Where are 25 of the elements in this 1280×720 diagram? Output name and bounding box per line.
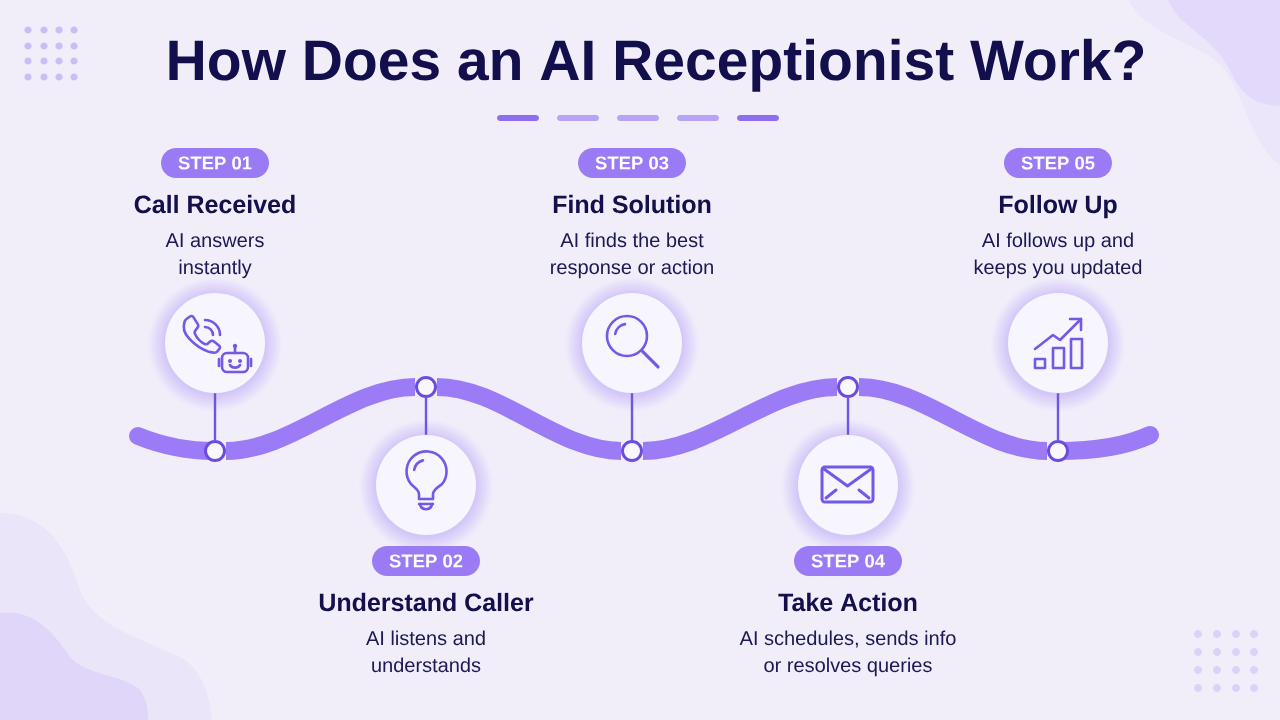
step-heading: Take Action bbox=[778, 592, 917, 612]
wave-line bbox=[642, 378, 838, 460]
step-description: AI follows up and keeps you updated bbox=[974, 232, 1142, 279]
icon-circle bbox=[1008, 293, 1108, 393]
icon-circle bbox=[582, 293, 682, 393]
wave-line bbox=[225, 378, 416, 460]
step-description: AI finds the best response or action bbox=[551, 232, 713, 279]
step-description: AI listens and understands bbox=[366, 630, 485, 673]
connector-line bbox=[1056, 393, 1060, 440]
connector-line bbox=[846, 398, 850, 435]
connector-line bbox=[424, 398, 428, 435]
step-heading: Follow Up bbox=[999, 194, 1117, 219]
connector-line bbox=[213, 393, 217, 440]
icon-circle bbox=[798, 435, 898, 535]
wave-line bbox=[858, 378, 1048, 460]
step-heading: Find Solution bbox=[553, 194, 711, 214]
step-description: AI answers instantly bbox=[165, 233, 264, 279]
title: How Does an AI Receptionist Work? bbox=[169, 38, 1144, 92]
wave-line bbox=[436, 378, 622, 460]
step-heading: Understand Caller bbox=[319, 592, 534, 612]
step-description: AI schedules, sends info or resolves queries bbox=[739, 630, 956, 677]
icon-circle bbox=[165, 293, 265, 393]
icon-circle bbox=[376, 435, 476, 535]
step-heading: Call Received bbox=[134, 194, 295, 214]
connector-line bbox=[630, 393, 634, 440]
